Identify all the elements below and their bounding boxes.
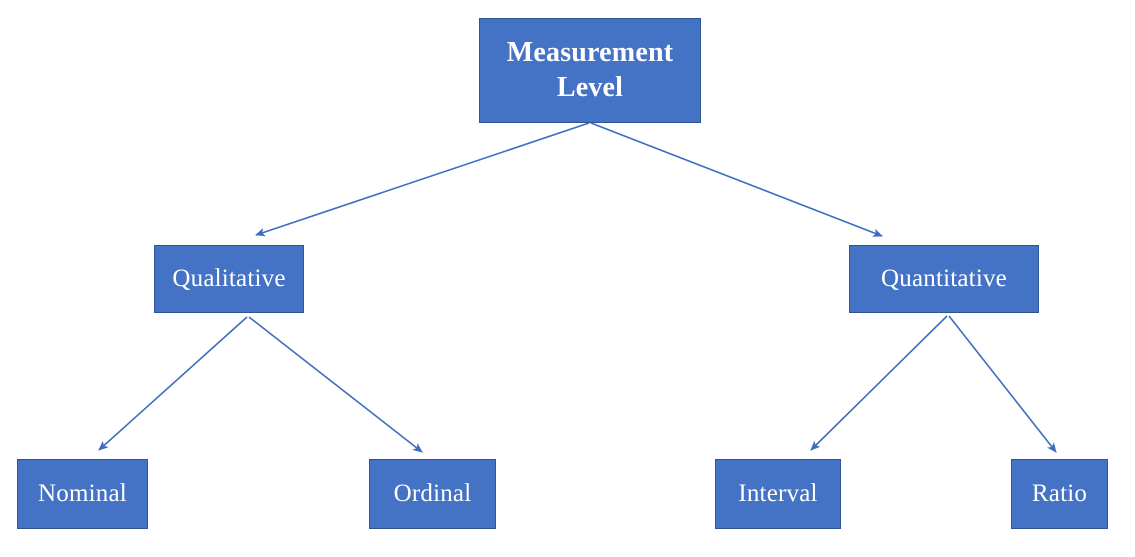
- node-ordinal-label: Ordinal: [393, 479, 472, 507]
- edge-quantitative-to-interval: [810, 315, 948, 451]
- node-qualitative[interactable]: Qualitative: [154, 245, 304, 313]
- node-ordinal[interactable]: Ordinal: [369, 459, 496, 529]
- node-interval-label: Interval: [738, 479, 818, 507]
- edge-qualitative-to-ordinal: [248, 316, 423, 453]
- edge-qualitative-to-nominal: [98, 316, 248, 451]
- edge-root-to-qualitative: [255, 122, 590, 237]
- node-quantitative[interactable]: Quantitative: [849, 245, 1039, 313]
- node-nominal[interactable]: Nominal: [17, 459, 148, 529]
- edge-quantitative-to-ratio: [948, 315, 1057, 453]
- node-ratio-label: Ratio: [1031, 479, 1088, 507]
- node-qualitative-label: Qualitative: [172, 264, 286, 292]
- node-quantitative-label: Quantitative: [881, 264, 1007, 292]
- node-ratio[interactable]: Ratio: [1011, 459, 1108, 529]
- node-measurement-level[interactable]: Measurement Level: [479, 18, 701, 123]
- node-measurement-level-label: Measurement Level: [506, 37, 674, 103]
- edge-root-to-quantitative: [590, 122, 883, 237]
- node-interval[interactable]: Interval: [715, 459, 841, 529]
- node-nominal-label: Nominal: [38, 479, 127, 507]
